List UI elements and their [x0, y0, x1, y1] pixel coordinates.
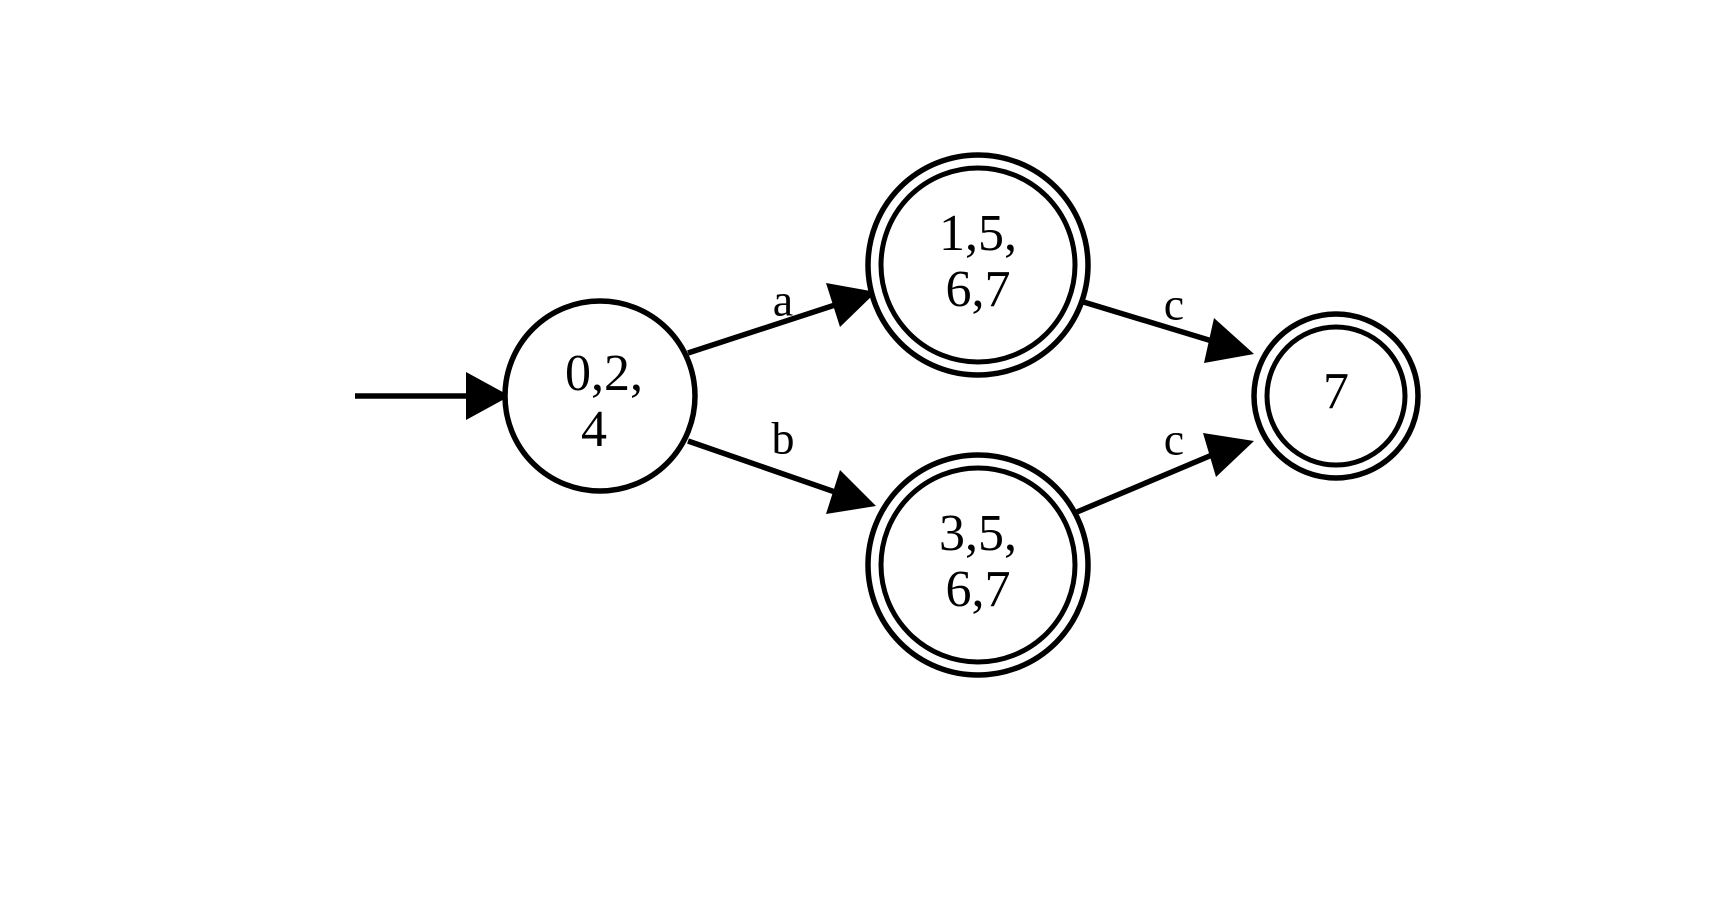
edge-s0-s2-arrowhead: [826, 470, 876, 514]
edge-s0-s1-arrowhead: [826, 283, 876, 327]
state-s0-label-line2: 4: [581, 401, 607, 458]
edge-s0-s1: a: [687, 275, 876, 356]
start-arrow: [355, 372, 510, 420]
edge-s0-s1-line: [687, 302, 836, 356]
edge-s1-s3: c: [1076, 279, 1254, 363]
edge-s2-s3: c: [1075, 414, 1254, 515]
edge-label-c-top: c: [1164, 279, 1184, 330]
state-s0-label-line1: 0,2,: [565, 345, 643, 402]
start-arrow-head: [466, 372, 510, 420]
edge-s1-s3-line: [1076, 297, 1213, 344]
state-s1-label-line1: 1,5,: [939, 205, 1017, 262]
state-s0[interactable]: 0,2, 4: [502, 298, 698, 494]
state-s3-label-line1: 7: [1323, 363, 1349, 420]
edge-label-c-bottom: c: [1164, 414, 1184, 465]
edge-s0-s2: b: [687, 413, 876, 514]
state-s2-label-line2: 6,7: [946, 561, 1011, 618]
state-s0-circle[interactable]: [502, 298, 698, 494]
edge-s2-s3-arrowhead: [1203, 433, 1254, 477]
edge-label-b: b: [772, 413, 795, 464]
state-s2-inner-circle: [878, 465, 1078, 665]
state-s3-inner-circle: [1264, 324, 1408, 468]
edge-s1-s3-arrowhead: [1204, 318, 1254, 363]
edge-s0-s2-line: [687, 438, 836, 495]
state-s2-label-line1: 3,5,: [939, 505, 1017, 562]
edge-s2-s3-line: [1075, 452, 1214, 515]
state-s1-inner-circle: [878, 165, 1078, 365]
edge-label-a: a: [773, 275, 793, 326]
state-s2[interactable]: 3,5, 6,7: [865, 452, 1091, 678]
state-s1-label-line2: 6,7: [946, 261, 1011, 318]
state-s3[interactable]: 7: [1251, 311, 1421, 481]
state-s1[interactable]: 1,5, 6,7: [865, 152, 1091, 378]
